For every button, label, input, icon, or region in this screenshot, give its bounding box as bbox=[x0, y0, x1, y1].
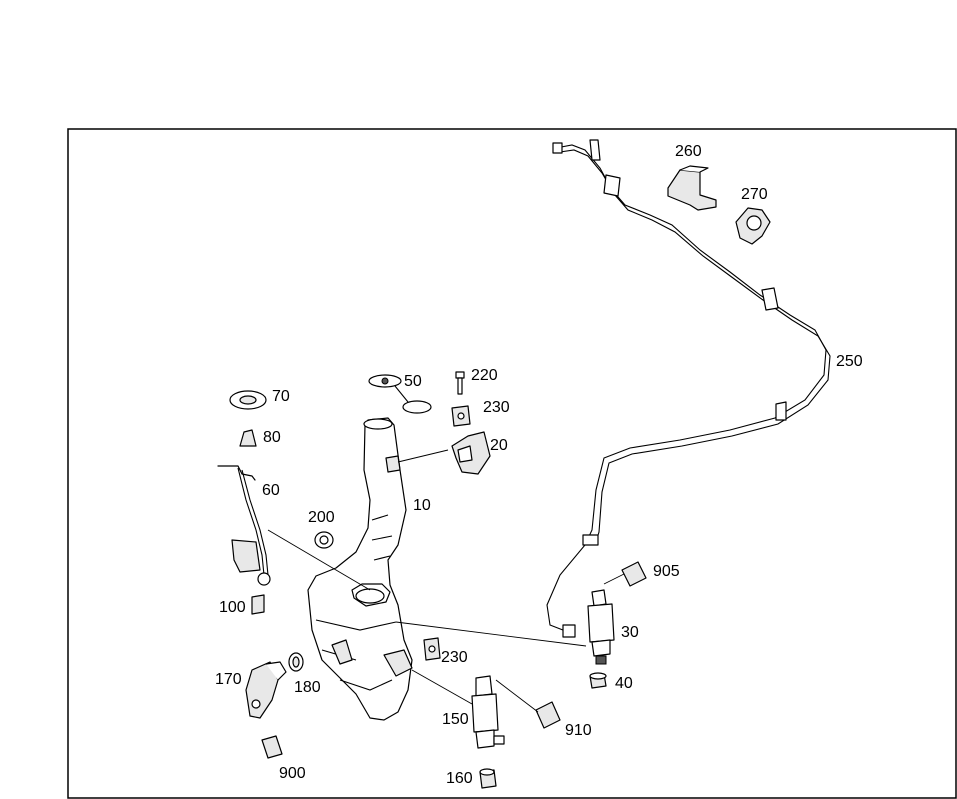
label-270: 270 bbox=[741, 186, 768, 203]
hose-harness-250[interactable] bbox=[546, 139, 831, 638]
pump-150[interactable] bbox=[471, 675, 505, 749]
grommet-80[interactable] bbox=[239, 429, 257, 447]
pump-30[interactable] bbox=[587, 589, 615, 665]
label-70: 70 bbox=[272, 388, 290, 405]
label-150: 150 bbox=[442, 711, 469, 728]
grommet-160[interactable] bbox=[479, 768, 497, 789]
grommet-180[interactable] bbox=[288, 652, 304, 672]
label-10: 10 bbox=[413, 497, 431, 514]
level-sensor-60[interactable] bbox=[217, 465, 271, 586]
clip-nut-230-upper[interactable] bbox=[451, 405, 471, 427]
leader-lines bbox=[267, 449, 625, 713]
label-180: 180 bbox=[294, 679, 321, 696]
label-20: 20 bbox=[490, 437, 508, 454]
connector-905[interactable] bbox=[621, 561, 647, 587]
diagram-frame bbox=[67, 128, 957, 799]
label-910: 910 bbox=[565, 722, 592, 739]
label-40: 40 bbox=[615, 675, 633, 692]
sleeve-100[interactable] bbox=[251, 594, 265, 615]
bracket-20[interactable] bbox=[451, 431, 491, 475]
label-30: 30 bbox=[621, 624, 639, 641]
label-160: 160 bbox=[446, 770, 473, 787]
bracket-260[interactable] bbox=[667, 165, 717, 211]
label-230-upper: 230 bbox=[483, 399, 510, 416]
label-220: 220 bbox=[471, 367, 498, 384]
label-100: 100 bbox=[219, 599, 246, 616]
label-80: 80 bbox=[263, 429, 281, 446]
grommet-40[interactable] bbox=[589, 672, 607, 689]
filler-cap-50[interactable] bbox=[368, 374, 432, 414]
connector-910[interactable] bbox=[535, 701, 561, 729]
label-260: 260 bbox=[675, 143, 702, 160]
label-60: 60 bbox=[262, 482, 280, 499]
label-200: 200 bbox=[308, 509, 335, 526]
label-250: 250 bbox=[836, 353, 863, 370]
label-900: 900 bbox=[279, 765, 306, 782]
connector-900[interactable] bbox=[261, 735, 283, 759]
washer-reservoir-10[interactable] bbox=[307, 417, 413, 721]
bolt-220[interactable] bbox=[455, 371, 465, 395]
label-170: 170 bbox=[215, 671, 242, 688]
seal-ring-200[interactable] bbox=[314, 531, 334, 549]
clip-nut-230-lower[interactable] bbox=[423, 637, 441, 661]
label-230-lower: 230 bbox=[441, 649, 468, 666]
pump-170[interactable] bbox=[245, 661, 287, 719]
cover-70[interactable] bbox=[229, 390, 267, 410]
clip-270[interactable] bbox=[735, 207, 771, 245]
label-905: 905 bbox=[653, 563, 680, 580]
label-50: 50 bbox=[404, 373, 422, 390]
